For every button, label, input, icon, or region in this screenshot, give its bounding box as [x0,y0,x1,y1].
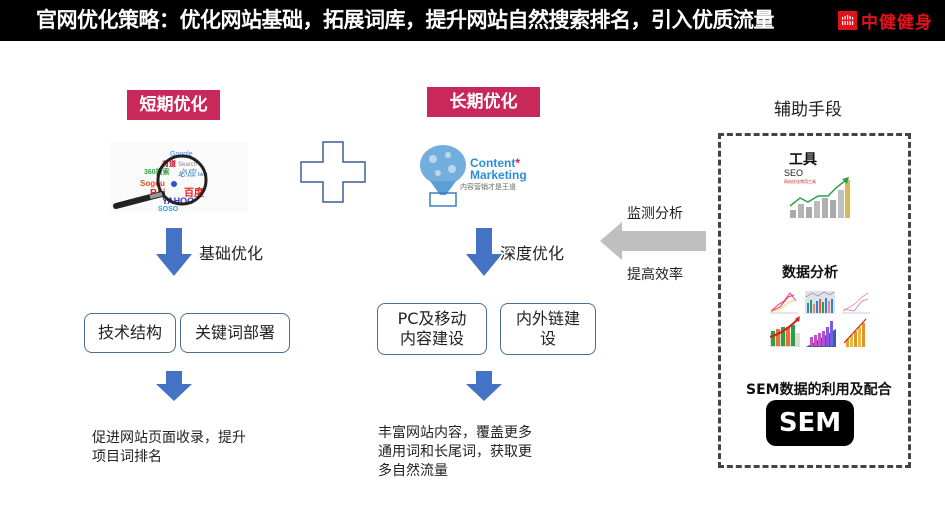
aux-dashed-box [718,133,911,468]
long-term-result-line: 通用词和长尾词，获取更 [378,444,532,460]
pc-mobile-content-label: PC及移动 [397,309,467,328]
magnifier-icon: Google 有道 Search 360搜索 必应 bing Sogou Bai… [113,151,208,213]
down-arrow-icon [156,228,192,276]
plus-icon [300,141,366,203]
marketing-text: Marketing [470,168,527,182]
short-term-result-line: 项目词排名 [92,449,162,465]
data-analysis-label: 数据分析 [782,265,838,281]
long-term-tag: 长期优化 [427,87,540,117]
idea-bulb-icon [420,145,466,207]
short-term-result-line: 促进网站页面收录，提升 [92,430,246,446]
svg-text:bing: bing [198,172,208,178]
long-term-result: 丰富网站内容，覆盖更多 通用词和长尾词，获取更 多自然流量 [378,424,578,481]
content-marketing-subtitle: 内容营销才是王道 [460,183,516,191]
short-term-tag: 短期优化 [127,90,220,120]
monitor-analysis-label: 监测分析 [627,206,683,222]
svg-text:360搜索: 360搜索 [144,167,170,176]
page-title: 官网优化策略：优化网站基础，拓展词库，提升网站自然搜索排名，引入优质流量 [36,8,775,32]
svg-text:有道: 有道 [162,159,176,168]
content-text: Content* [470,156,520,170]
aux-title: 辅助手段 [774,100,842,120]
tools-label: 工具 [789,152,817,168]
svg-text:YAHOO: YAHOO [162,196,194,206]
down-arrow-small-icon [156,371,192,401]
pc-mobile-content-box: PC及移动 内容建设 [377,303,487,355]
pc-mobile-content-label: 内容建设 [399,329,464,348]
sem-usage-label: SEM数据的利用及配合 [746,382,892,398]
links-building-label: 设 [539,329,556,348]
svg-text:Search: Search [178,162,197,168]
tech-structure-label: 技术结构 [97,323,162,342]
seo-text: SEO [784,168,804,178]
deep-optimization-label: 深度优化 [500,244,565,263]
left-arrow-icon [600,222,706,260]
brand-logo-icon [838,10,857,30]
down-arrow-small-icon [466,371,502,401]
header-bar [0,0,945,41]
seo-subtitle: 网站优化常用工具 [784,179,816,184]
basic-optimization-label: 基础优化 [199,244,264,263]
keyword-deployment-label: 关键词部署 [194,323,275,342]
data-analysis-charts-image [768,289,872,351]
short-term-result: 促进网站页面收录，提升 项目词排名 [92,429,292,467]
search-engine-magnifier-image: Google 有道 Search 360搜索 必应 bing Sogou Bai… [110,142,248,213]
brand: 中健健身 [838,7,933,33]
links-building-label: 内外链建 [515,309,580,328]
brand-name: 中健健身 [861,12,933,33]
tech-structure-box: 技术结构 [84,313,176,353]
svg-text:必应: 必应 [178,168,198,178]
links-building-box: 内外链建 设 [500,303,596,355]
analysis-charts-icon [769,291,870,347]
long-term-result-line: 多自然流量 [378,463,448,479]
down-arrow-icon [466,228,502,276]
growth-bar-chart-icon [789,177,850,218]
long-term-result-line: 丰富网站内容，覆盖更多 [378,425,532,441]
sem-badge: SEM [766,400,854,446]
svg-text:Google: Google [170,151,193,158]
improve-efficiency-label: 提高效率 [627,267,683,283]
svg-text:Sogou: Sogou [140,179,165,188]
content-marketing-image: Content* Marketing 内容营销才是王道 [418,143,538,209]
seo-tools-image: SEO 网站优化常用工具 [784,168,854,220]
keyword-deployment-box: 关键词部署 [180,313,290,353]
svg-text:SOSO: SOSO [158,206,179,212]
